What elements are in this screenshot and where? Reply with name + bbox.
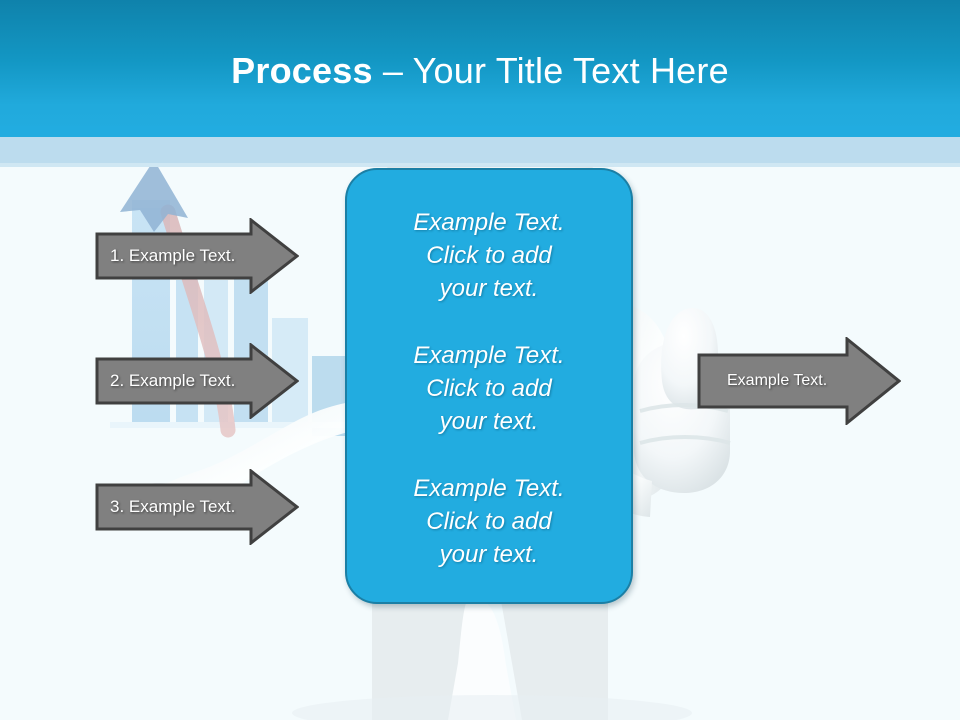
process-outcome-arrow[interactable]: Example Text. xyxy=(697,337,901,425)
header-light-band-lower xyxy=(0,163,960,167)
process-step-arrow-1[interactable]: 1. Example Text. xyxy=(95,218,299,294)
process-step-arrow-3[interactable]: 3. Example Text. xyxy=(95,469,299,545)
slide-title-bold: Process xyxy=(231,50,383,91)
header-cyan-strip xyxy=(0,126,960,137)
process-step-arrow-3-label: 3. Example Text. xyxy=(110,497,236,516)
center-panel-text-3: Example Text. Click to add your text. xyxy=(413,475,565,568)
header-light-band xyxy=(0,137,960,165)
arrow-right-shape-icon xyxy=(95,218,299,294)
process-step-arrow-2[interactable]: 2. Example Text. xyxy=(95,343,299,419)
process-step-arrow-2-label: 2. Example Text. xyxy=(110,371,236,390)
arrow-right-shape-icon xyxy=(95,469,299,545)
process-step-arrow-1-label: 1. Example Text. xyxy=(110,246,236,265)
center-content-panel[interactable]: Example Text. Click to add your text. Ex… xyxy=(345,168,633,604)
arrow-right-shape-icon xyxy=(95,343,299,419)
process-outcome-arrow-label: Example Text. xyxy=(727,372,828,389)
slide-title-regular: – Your Title Text Here xyxy=(382,50,729,91)
arrow-right-shape-icon xyxy=(697,337,901,425)
center-panel-text-2: Example Text. Click to add your text. xyxy=(413,342,565,435)
center-panel-text-1: Example Text. Click to add your text. xyxy=(413,209,565,302)
slide-title: Process – Your Title Text Here xyxy=(0,49,960,93)
